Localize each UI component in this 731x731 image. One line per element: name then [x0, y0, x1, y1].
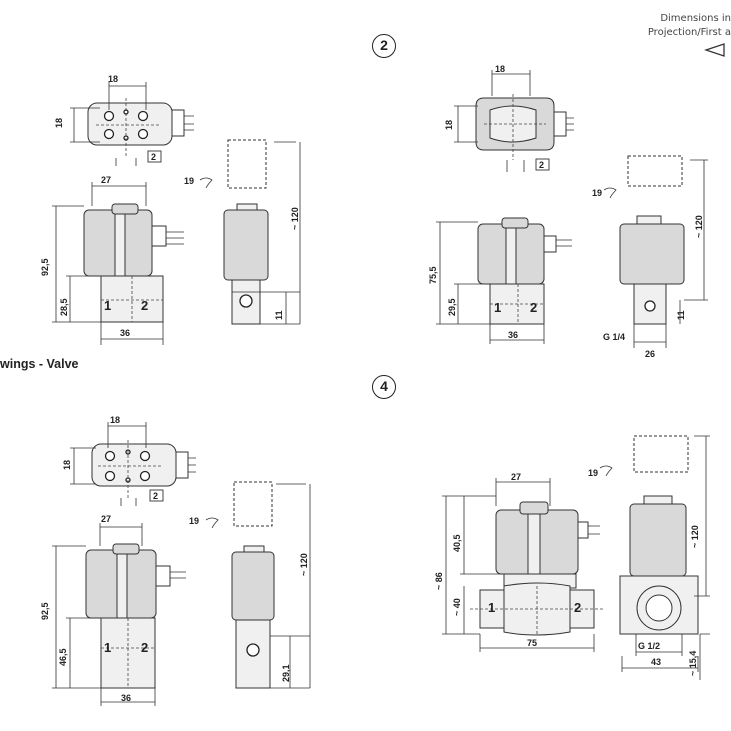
- v3-top-height-label: 18: [62, 460, 72, 470]
- v3-base-width-label: 36: [121, 693, 131, 703]
- v1-wrench-label: 19: [184, 176, 194, 186]
- v1-side-height-label: ~ 120: [290, 207, 300, 230]
- v3-top-width-label: 18: [110, 415, 120, 425]
- v2-side-view: [603, 155, 708, 348]
- header-projection-note: Projection/First a: [647, 27, 731, 38]
- v3-front-width-label: 27: [101, 514, 111, 524]
- drawing-variant-1: 18 18 2 27 92,5 28,5 36 1 2 19 ~ 120 11: [40, 74, 301, 345]
- v2-front-view: [436, 217, 572, 344]
- v1-top-view: [70, 82, 194, 166]
- v2-top-width-label: 18: [495, 64, 505, 74]
- v1-top-box-label: 2: [151, 152, 156, 162]
- v1-top-width-label: 18: [108, 74, 118, 84]
- v4-side-bottom-label: ~ 15,4: [688, 651, 698, 676]
- v3-port-1-label: 1: [104, 640, 111, 655]
- v4-side-width-label: 43: [651, 657, 661, 667]
- v2-top-view: [454, 70, 574, 172]
- v4-upper-height-label: 40,5: [452, 534, 462, 552]
- drawing-variant-2: 18 18 2 75,5 29,5 36 1 2 19 ~ 120 11 G 1…: [428, 64, 708, 359]
- drawing-variant-4: 27 40,5 ~ 86 ~ 40 1 2 75 19 ~ 120 G 1/2 …: [434, 435, 710, 680]
- v1-lower-height-label: 28,5: [59, 298, 69, 316]
- v2-port-2-label: 2: [530, 300, 537, 315]
- v2-base-width-label: 36: [508, 330, 518, 340]
- v3-lower-height-label: 46,5: [58, 648, 68, 666]
- v2-side-width-label: 26: [645, 349, 655, 359]
- v3-front-height-label: 92,5: [40, 602, 50, 620]
- v1-port-2-label: 2: [141, 298, 148, 313]
- v3-front-view: [52, 523, 186, 706]
- v3-side-height-label: ~ 120: [299, 553, 309, 576]
- v1-side-view: [199, 139, 301, 325]
- section-title: wings - Valve: [0, 357, 79, 371]
- v2-front-height-label: 75,5: [428, 266, 438, 284]
- v2-top-height-label: 18: [444, 120, 454, 130]
- drawing-variant-3: 18 18 2 27 92,5 46,5 36 1 2 19 ~ 120 29,…: [40, 415, 311, 706]
- v4-lower-height-label: ~ 40: [452, 598, 462, 616]
- v4-port-2-label: 2: [574, 600, 581, 615]
- v4-side-view: [599, 435, 710, 680]
- v1-base-width-label: 36: [120, 328, 130, 338]
- header-dimensions-note: Dimensions in: [660, 13, 731, 24]
- v2-thread-label: G 1/4: [603, 332, 625, 342]
- v4-side-height-label: ~ 120: [690, 525, 700, 548]
- v4-wrench-label: 19: [588, 468, 598, 478]
- variant-badge-4: 4: [372, 375, 396, 399]
- v4-front-width-label: 27: [511, 472, 521, 482]
- first-angle-projection-icon: [704, 43, 725, 57]
- v3-wrench-label: 19: [189, 516, 199, 526]
- v2-top-box-label: 2: [539, 160, 544, 170]
- v3-port-2-label: 2: [141, 640, 148, 655]
- v2-wrench-label: 19: [592, 188, 602, 198]
- v1-top-height-label: 18: [54, 118, 64, 128]
- v2-port-1-label: 1: [494, 300, 501, 315]
- v1-front-height-label: 92,5: [40, 258, 50, 276]
- v4-thread-label: G 1/2: [638, 641, 660, 651]
- v1-front-view: [52, 182, 184, 345]
- v3-side-view: [205, 481, 311, 689]
- v1-port-1-label: 1: [104, 298, 111, 313]
- v1-front-width-label: 27: [101, 175, 111, 185]
- v3-top-box-label: 2: [153, 491, 158, 501]
- v2-side-bottom-label: 11: [676, 310, 686, 320]
- v4-front-view: [442, 478, 604, 652]
- v3-side-bottom-label: 29,1: [281, 664, 291, 682]
- v2-lower-height-label: 29,5: [447, 298, 457, 316]
- v2-side-height-label: ~ 120: [694, 215, 704, 238]
- v1-side-bottom-label: 11: [274, 310, 284, 320]
- v4-base-width-label: 75: [527, 638, 537, 648]
- v4-port-1-label: 1: [488, 600, 495, 615]
- v3-top-view: [70, 422, 196, 506]
- v4-total-height-label: ~ 86: [434, 572, 444, 590]
- variant-badge-2: 2: [372, 34, 396, 58]
